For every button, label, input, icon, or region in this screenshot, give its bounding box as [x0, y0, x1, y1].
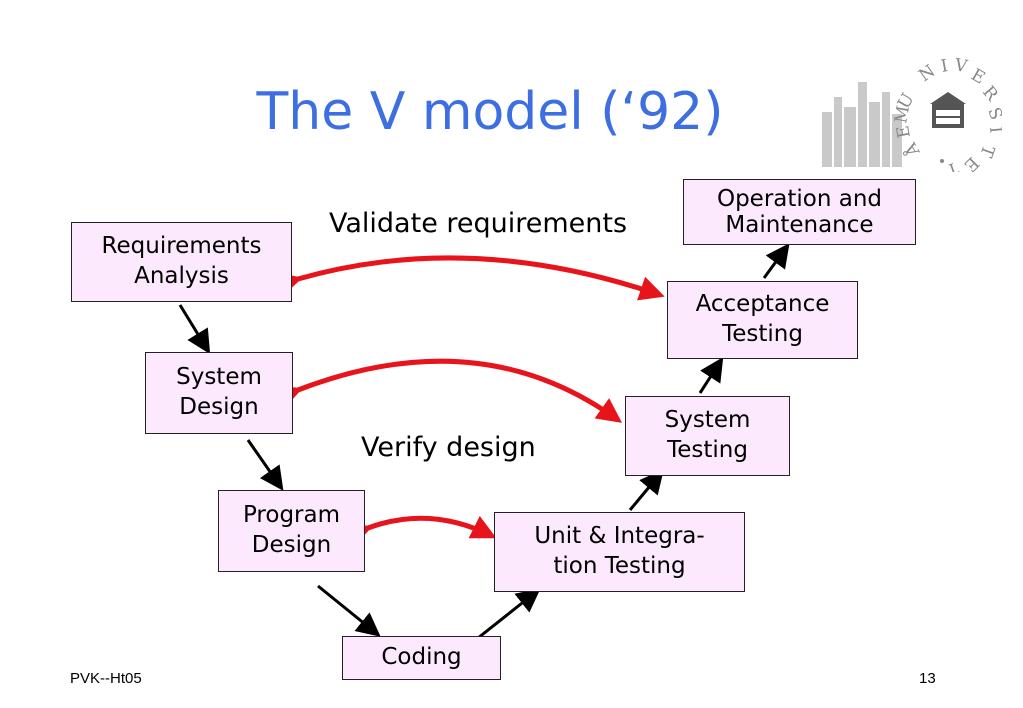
svg-text:T: T	[943, 157, 961, 172]
requirements-analysis-box: Requirements Analysis	[71, 222, 292, 302]
validate-requirements-label: Validate requirements	[329, 208, 628, 239]
operation-maintenance-box: Operation and Maintenance	[683, 179, 916, 245]
slide-title: The V model (‘92)	[256, 82, 724, 142]
svg-text:E: E	[893, 124, 915, 140]
svg-text:I: I	[985, 126, 1002, 134]
svg-text:M: M	[891, 104, 914, 125]
flow-arrow-systest-to-acceptance	[698, 356, 724, 394]
unit-integration-testing-box: Unit & Integra- tion Testing	[494, 512, 745, 592]
program-design-box: Program Design	[218, 490, 365, 572]
flow-arrow-unit-to-systest	[628, 469, 664, 511]
system-design-box: System Design	[145, 352, 293, 434]
svg-text:V: V	[952, 55, 969, 77]
acceptance-testing-box: Acceptance Testing	[667, 281, 858, 359]
flow-arrow-progdesign-to-coding	[317, 584, 381, 637]
system-testing-box: System Testing	[625, 396, 790, 476]
flow-arrow-acceptance-to-operation	[762, 243, 790, 279]
verify-design-arrow	[344, 515, 497, 547]
coding-box: Coding	[342, 636, 501, 680]
university-logo: U N I V E R S I T E T Å E M	[822, 55, 1002, 172]
svg-text:S: S	[983, 105, 1002, 123]
flow-arrow-coding-to-unit	[477, 588, 541, 640]
verify-design-label: Verify design	[361, 432, 536, 463]
flow-arrow-sysdesign-to-progdesign	[246, 439, 284, 491]
flow-arrow-req-to-sysdesign	[178, 304, 211, 355]
footer-label: PVK--Ht05	[70, 670, 142, 687]
validate-system-arrow	[274, 358, 623, 423]
page-number: 13	[919, 670, 936, 687]
validate-requirements-arrow	[275, 255, 665, 301]
svg-text:I: I	[939, 56, 949, 77]
